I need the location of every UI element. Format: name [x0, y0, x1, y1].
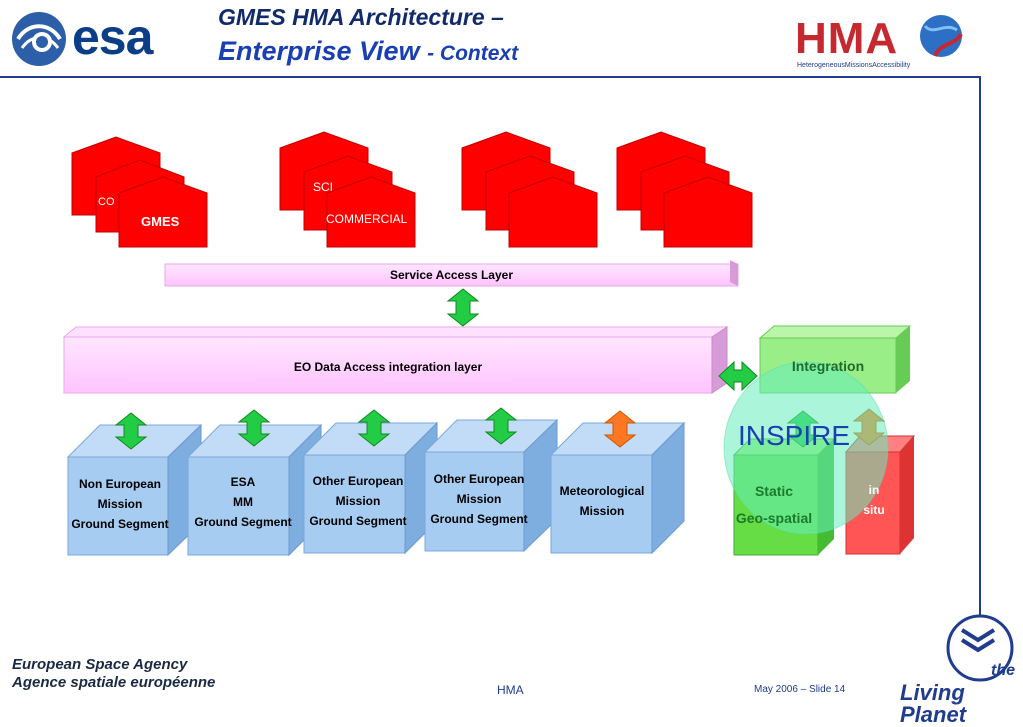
integration-label: Integration [791, 358, 865, 374]
esa-logo-text: esa [72, 9, 153, 65]
title-main: Enterprise View [218, 36, 420, 66]
house-label-commercial: COMMERCIAL [326, 212, 408, 226]
house-label-sci: SCI [313, 180, 334, 194]
hma-tagline: HeterogeneousMissionsAccessibility [797, 62, 911, 69]
agency-name-en: European Space Agency [12, 656, 188, 673]
house-group-sci [279, 131, 416, 248]
living-planet-text: Living Planet [900, 680, 967, 727]
arrow-icon-box-5 [603, 410, 637, 448]
right-rule [979, 76, 981, 616]
hma-logo: HMA HeterogeneousMissionsAccessibility [795, 12, 975, 74]
inspire-label: INSPIRE [738, 420, 851, 451]
double-arrow-icon [446, 288, 480, 327]
globe-icon [920, 15, 963, 57]
mission-box-5 [549, 421, 686, 555]
footer-date-slide: May 2006 – Slide 14 [754, 684, 846, 695]
service-access-layer-bar [164, 260, 739, 287]
arrow-icon-box-3 [357, 409, 391, 447]
house-group-gmes [71, 136, 208, 248]
agency-name: European Space Agency Agence spatiale eu… [12, 656, 215, 692]
title-sub: - Context [427, 42, 519, 65]
hma-logo-text: HMA [795, 14, 899, 63]
house-group-3 [461, 131, 598, 248]
esa-logo [8, 8, 198, 70]
slide-title-line1: GMES HMA Architecture – [218, 4, 504, 30]
service-access-layer-label: Service Access Layer [390, 268, 513, 282]
house-label-co: CO [98, 196, 115, 208]
house-label-gmes: GMES [141, 214, 180, 229]
eo-data-access-layer-label: EO Data Access integration layer [293, 360, 483, 374]
living-planet-logo: the Living Planet [900, 660, 1023, 726]
esa-globe-icon [12, 12, 66, 66]
header-rule [0, 76, 980, 78]
house-group-4 [616, 131, 753, 248]
architecture-diagram [62, 131, 1014, 682]
horizontal-double-arrow-icon [718, 360, 758, 392]
living-planet-the: the [991, 662, 1015, 679]
arrow-icon-box-4 [484, 407, 518, 445]
arrow-icon-box-2 [237, 409, 271, 447]
slide-title-line2: Enterprise View - Context [218, 36, 518, 67]
agency-name-fr: Agence spatiale européenne [12, 674, 216, 691]
living-planet-icon [946, 614, 1014, 682]
eo-data-access-layer-bar [62, 326, 729, 394]
arrow-icon-box-1 [114, 412, 148, 450]
footer-center-label: HMA [497, 683, 524, 697]
inspire-ellipse [723, 361, 889, 535]
